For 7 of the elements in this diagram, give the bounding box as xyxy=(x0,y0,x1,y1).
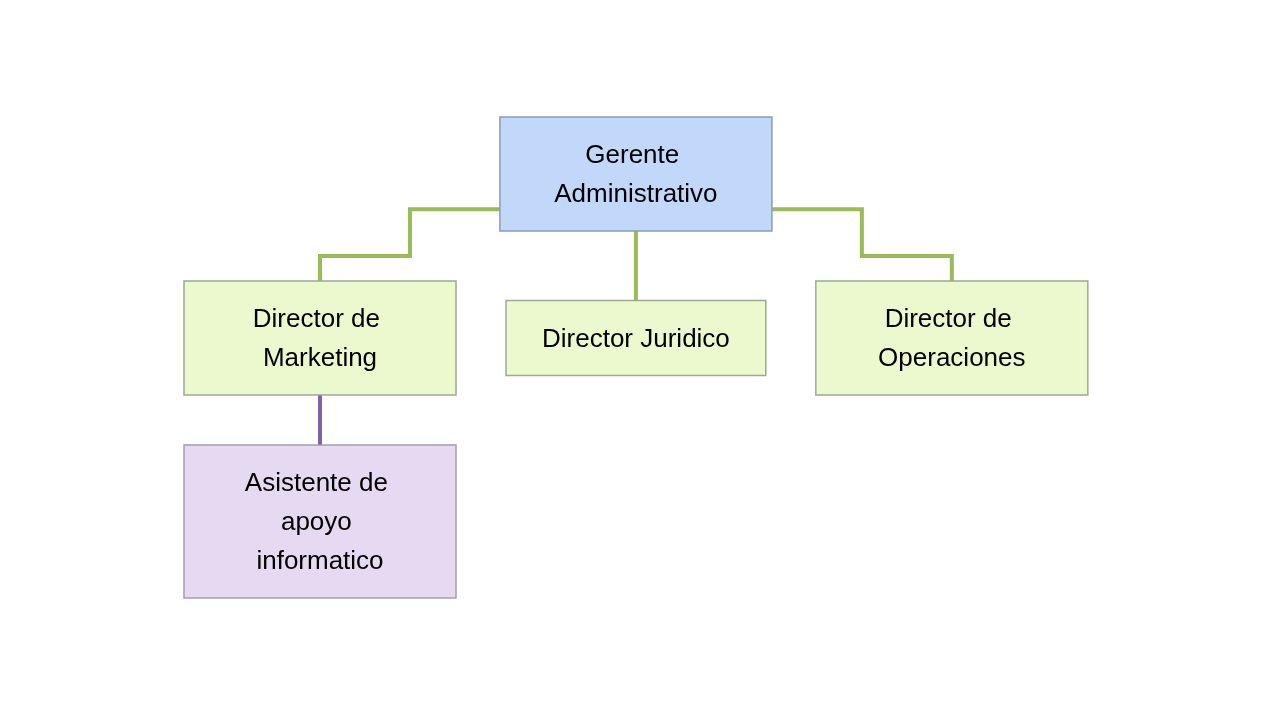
connector xyxy=(772,207,954,283)
connector xyxy=(318,207,500,283)
node-box: Director Juridico xyxy=(505,299,767,377)
node-box: Director de Operaciones xyxy=(815,280,1089,396)
node-box: Director de Marketing xyxy=(183,280,457,396)
node-box: Asistente de apoyo informatico xyxy=(183,444,457,599)
node-box: Gerente Administrativo xyxy=(499,116,773,232)
